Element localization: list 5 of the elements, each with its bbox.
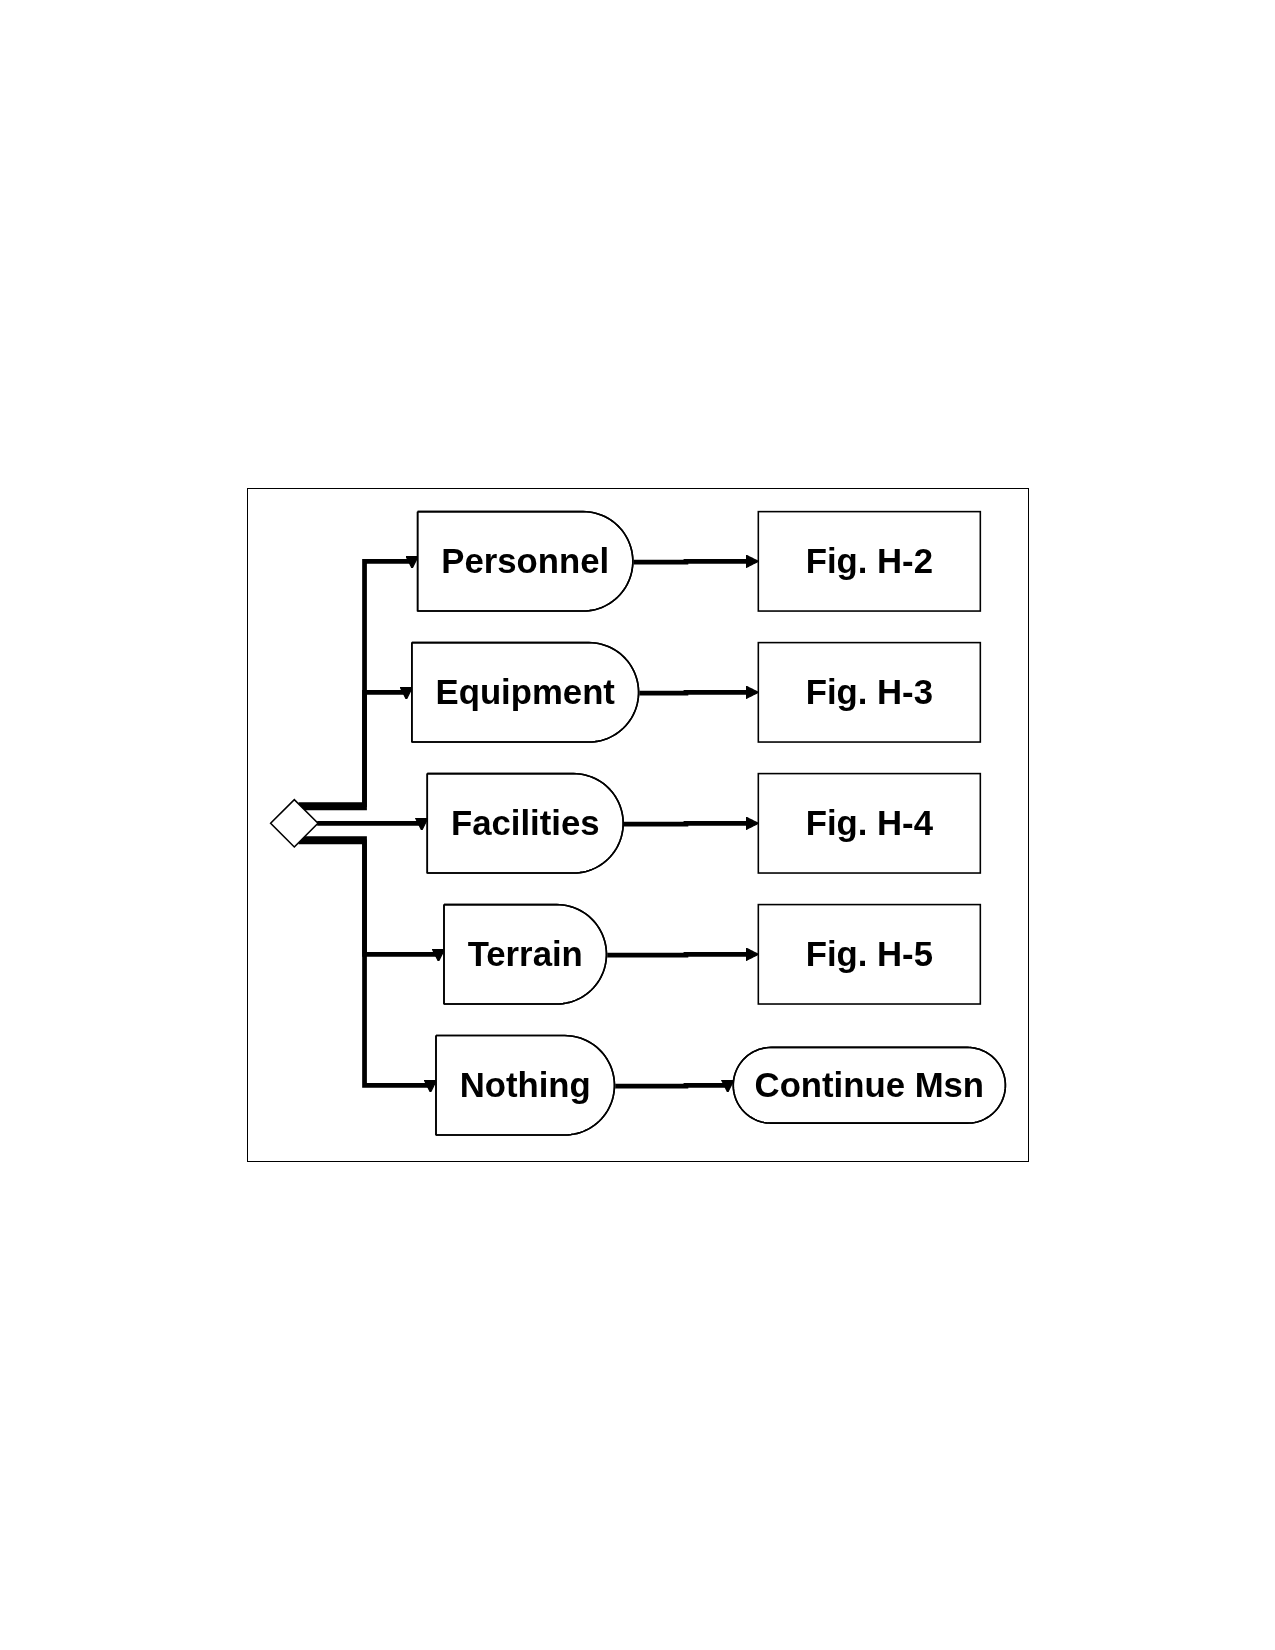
node-box: Fig. H-2 xyxy=(757,510,981,612)
node-box: Fig. H-4 xyxy=(757,772,981,874)
node-box: Fig. H-3 xyxy=(757,641,981,743)
node-diamond xyxy=(269,798,319,848)
node-box: Fig. H-5 xyxy=(757,903,981,1005)
